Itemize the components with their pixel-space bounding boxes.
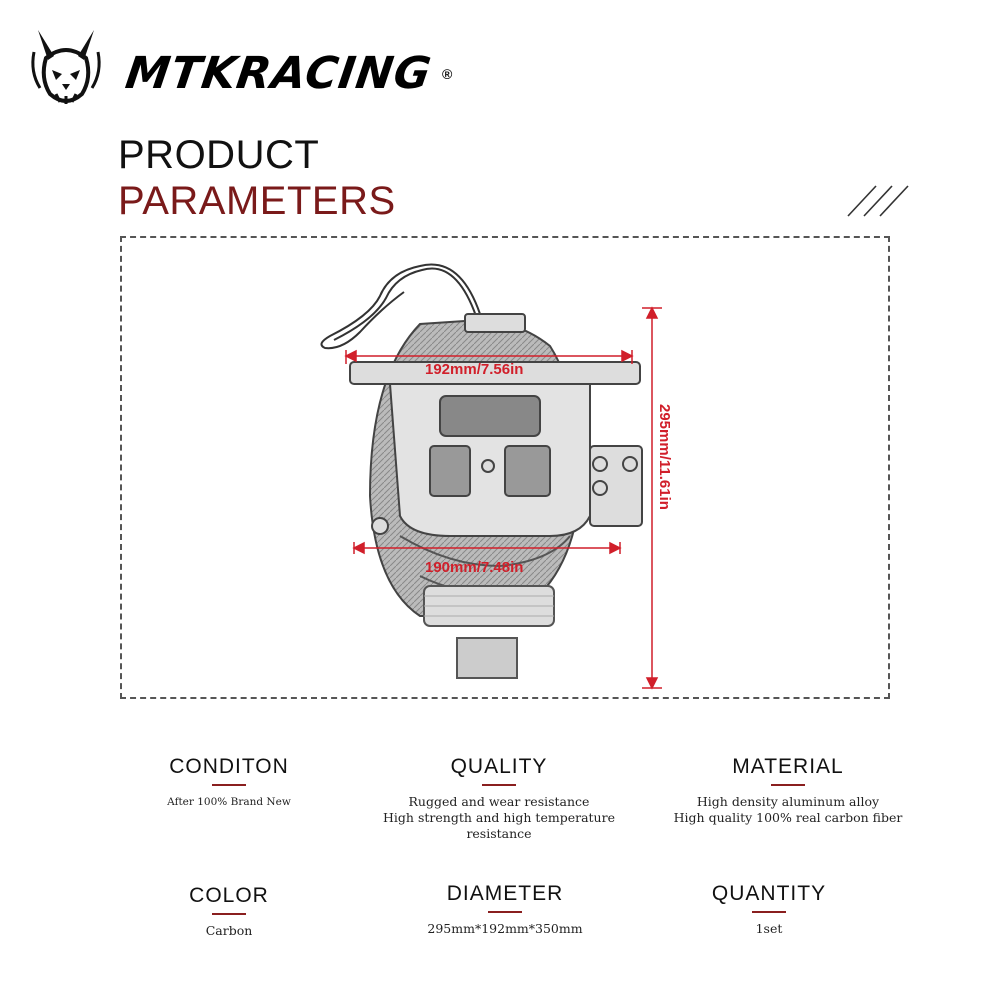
spec-quantity-title: QUANTITY	[711, 882, 827, 905]
spec-underline	[771, 784, 805, 786]
brand-logo: MTKRACING ®	[26, 22, 452, 112]
spec-underline	[752, 911, 786, 913]
spec-underline	[212, 784, 246, 786]
spec-quantity: QUANTITY 1set	[669, 883, 869, 937]
dimension-height: 295mm/11.61in	[656, 404, 673, 510]
spec-material-title: MATERIAL	[732, 755, 844, 778]
spec-condition-title: CONDITON	[169, 755, 289, 778]
dimension-lines	[344, 306, 662, 690]
spec-condition: CONDITON After 100% Brand New	[129, 756, 329, 810]
spec-material-text: High density aluminum alloy High quality…	[673, 794, 903, 825]
product-frame	[120, 236, 890, 699]
spec-diameter-title: DIAMETER	[446, 882, 564, 905]
spec-quality-text: Rugged and wear resistance High strength…	[383, 794, 615, 841]
page-title-line2: PARAMETERS	[118, 179, 396, 223]
spec-diameter-text: 295mm*192mm*350mm	[427, 921, 583, 936]
registered-mark: ®	[442, 66, 453, 82]
product-diagram: 192mm/7.56in 190mm/7.48in 295mm/11.61in	[320, 263, 673, 690]
spec-underline	[482, 784, 516, 786]
skull-mascot-icon	[31, 30, 101, 104]
brand-name: MTKRACING	[122, 48, 435, 99]
spec-quality-title: QUALITY	[450, 755, 548, 778]
wire-cable	[320, 263, 481, 350]
spec-diameter: DIAMETER 295mm*192mm*350mm	[380, 883, 630, 937]
page-title-line1: PRODUCT	[118, 133, 320, 177]
spec-underline	[488, 911, 522, 913]
spec-color-title: COLOR	[189, 884, 269, 907]
spec-quantity-text: 1set	[755, 921, 783, 936]
spec-condition-text: After 100% Brand New	[167, 796, 291, 808]
spec-quality: QUALITY Rugged and wear resistance High …	[349, 756, 649, 842]
spec-color-text: Carbon	[205, 923, 253, 938]
license-bracket	[349, 313, 643, 537]
spec-color: COLOR Carbon	[129, 885, 329, 939]
spec-underline	[212, 913, 246, 915]
dimension-width-top: 192mm/7.56in	[425, 361, 523, 378]
dimension-width-bottom: 190mm/7.48in	[425, 559, 523, 576]
spec-material: MATERIAL High density aluminum alloy Hig…	[668, 756, 908, 826]
decorative-slashes-icon	[847, 185, 909, 217]
